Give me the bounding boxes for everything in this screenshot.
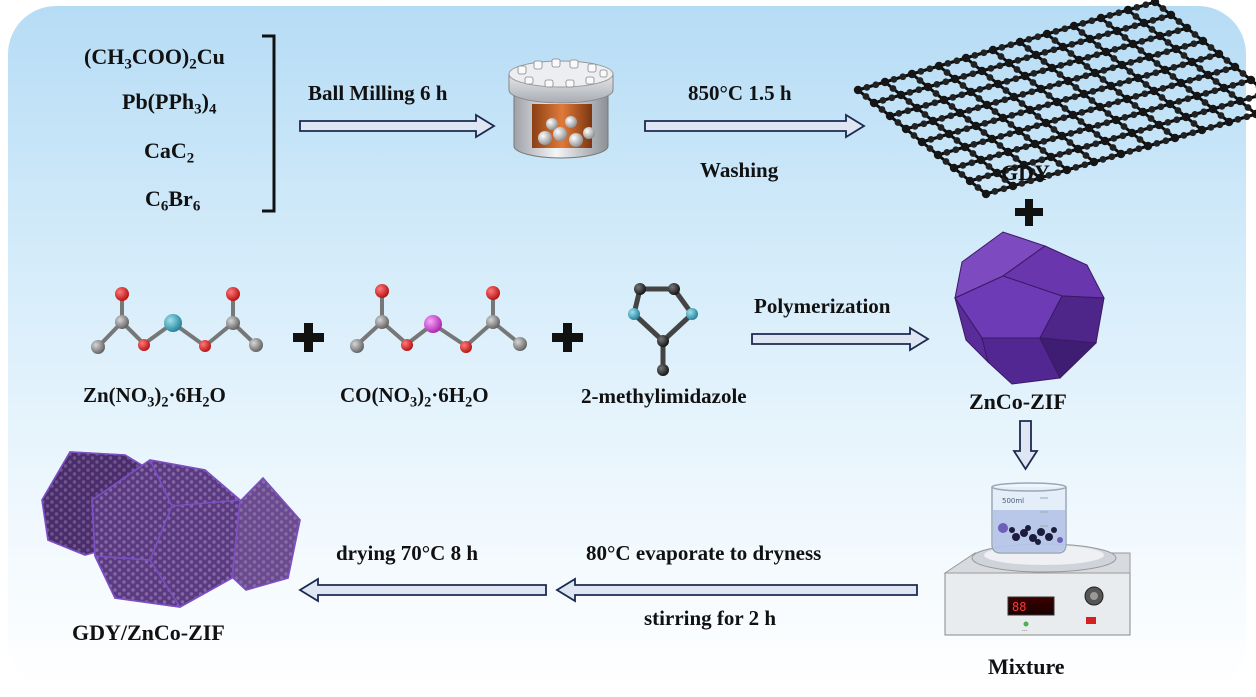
plus-icon-zn-co <box>293 323 324 352</box>
magnetic-stirrer-icon: 88 ··· <box>943 543 1131 636</box>
product-composite: GDY/ZnCo-ZIF <box>72 620 225 645</box>
arrow-evaporate <box>555 577 918 603</box>
arrow-drying <box>298 577 547 603</box>
step-ball-milling: Ball Milling 6 h <box>308 81 448 105</box>
arrow-polymerization <box>751 326 930 352</box>
plus-icon-gdy-zif <box>1015 199 1043 226</box>
svg-text:88: 88 <box>1012 600 1026 614</box>
reagent-copper-acetate: (CH3COO)2Cu <box>84 44 225 73</box>
step-stirring: stirring for 2 h <box>644 606 777 630</box>
step-drying: drying 70°C 8 h <box>336 541 479 565</box>
arrow-heating <box>644 113 866 139</box>
precursor-cobalt: CO(NO3)2·6H2O <box>340 383 489 411</box>
beaker-icon: 500ml <box>991 482 1067 554</box>
arrow-down-to-mixture <box>1012 420 1039 471</box>
step-washing: Washing <box>700 158 779 182</box>
step-heating: 850°C 1.5 h <box>688 81 792 105</box>
reagent-bracket <box>262 34 276 213</box>
cobalt-precursor-molecule-icon <box>350 284 527 353</box>
zinc-precursor-molecule-icon <box>91 287 263 354</box>
product-mixture: Mixture <box>988 654 1065 679</box>
step-polymerization: Polymerization <box>754 294 891 318</box>
product-gdy: GDY <box>1001 160 1050 185</box>
svg-text:···: ··· <box>1022 628 1028 635</box>
beaker-volume-label: 500ml <box>1002 497 1024 505</box>
reagent-palladium: Pb(PPh3)4 <box>122 89 217 118</box>
zif-crystal-icon <box>954 231 1105 385</box>
composite-crystal-icon <box>41 451 301 608</box>
precursor-linker: 2-methylimidazole <box>581 384 747 408</box>
ball-mill-jar-icon <box>508 58 614 159</box>
precursor-zinc: Zn(NO3)2·6H2O <box>83 383 226 411</box>
step-evaporate: 80°C evaporate to dryness <box>586 541 822 565</box>
reagent-hexabromobenzene: C6Br6 <box>145 186 201 215</box>
imidazole-molecule-icon <box>628 283 698 376</box>
gdy-sheet-icon <box>853 0 1256 199</box>
reagent-calcium-carbide: CaC2 <box>144 138 195 167</box>
product-zif: ZnCo-ZIF <box>969 389 1067 414</box>
arrow-ball-milling <box>299 113 496 139</box>
plus-icon-co-linker <box>552 323 583 352</box>
